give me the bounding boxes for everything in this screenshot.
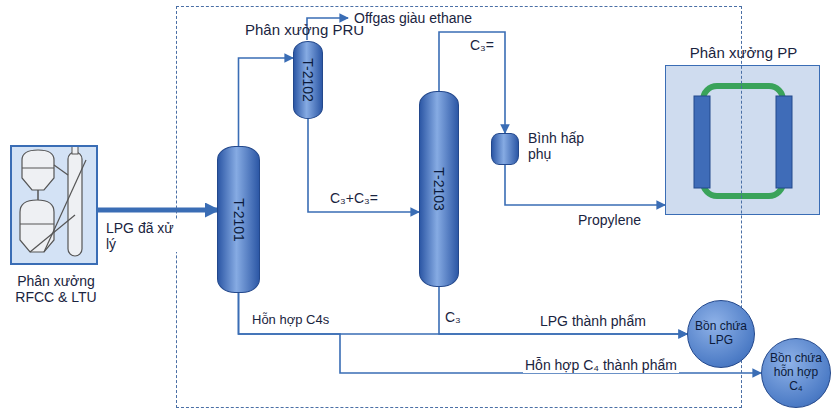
flow-line [239,293,688,334]
unit-name: Phân xưởng RFCC & LTU [8,273,104,305]
flow-line [439,287,687,334]
unit-box: Phân xưởng RFCC & LTU [10,145,98,265]
flow-line [239,58,294,146]
stream-label: Hỗn hợp C₄ thành phẩm [523,357,679,373]
stream-label: C₃+C₃= [328,190,380,206]
flow-line [239,293,762,373]
adsorber-vessel: Bình hấp phụ [491,133,519,165]
storage-tank: Bồn chứa LPG [687,300,755,368]
stream-label: Offgas giàu ethane [352,10,474,26]
flow-line [308,119,419,212]
pp-unit-drawing [665,65,820,215]
stream-label: C₃ [443,309,463,325]
stream-label: C₃= [468,37,496,53]
stream-label: LPG thành phẩm [538,313,648,329]
tank-label: Bồn chứa hỗn hợp C₄ [762,352,830,393]
tank-label: Bồn chứa LPG [688,320,754,348]
stream-label: Propylene [576,212,643,228]
storage-tank: Bồn chứa hỗn hợp C₄ [761,338,831,408]
column-tag: T-2103 [431,167,447,211]
column-tag: T-2102 [300,58,316,102]
column: T-2102 [293,41,323,119]
stream-label: LPG đã xử lý [104,220,180,252]
unit-box: Phân xưởng PP [665,65,820,215]
column-tag: T-2101 [230,198,246,242]
unit-name: Bình hấp phụ [528,130,588,162]
unit-name: Phân xưởng PRU [245,21,364,38]
stream-label: Hỗn hợp C4s [250,313,331,328]
column: T-2103 [419,91,459,287]
column: T-2101 [217,146,260,293]
flow-line [505,165,665,205]
rfcc-unit-drawing [10,145,98,265]
unit-name: Phân xưởng PP [666,44,821,61]
unit-region: Phân xưởng PRU T-2101 T-2102T-2103 Bình hấp… [176,6,742,408]
flow-line [98,208,217,213]
